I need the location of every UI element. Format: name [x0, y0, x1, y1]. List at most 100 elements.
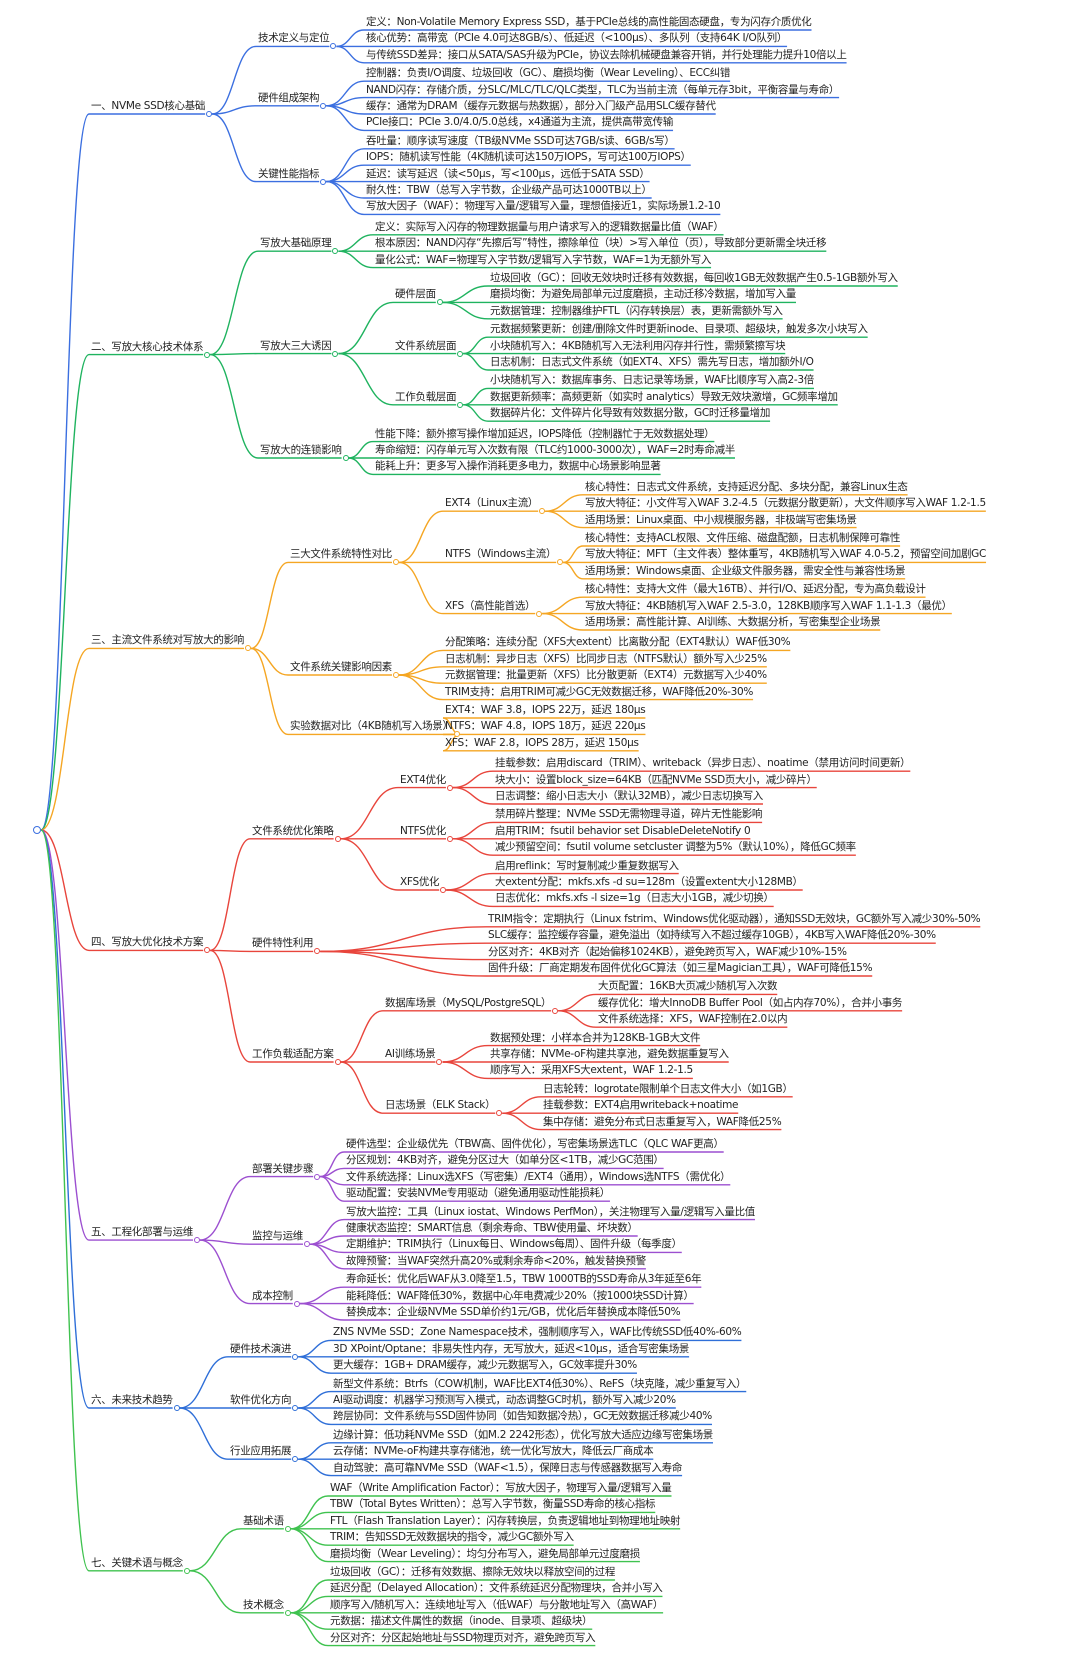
- leaf-node[interactable]: SLC缓存：监控缓存容量，避免溢出（如持续写入不超过缓存10GB），4KB写入W…: [488, 929, 936, 942]
- leaf-node[interactable]: 核心特性：支持大文件（最大16TB）、并行I/O、延迟分配，专为高负载设计: [585, 583, 926, 596]
- leaf-node[interactable]: 文件系统选择：XFS，WAF控制在2.0以内: [598, 1013, 788, 1026]
- node-toggle-dot[interactable]: [332, 248, 339, 255]
- node-toggle-dot[interactable]: [453, 731, 460, 738]
- leaf-node[interactable]: 缓存：通常为DRAM（缓存元数据与热数据），部分入门级产品用SLC缓存替代: [366, 100, 716, 112]
- leaf-node[interactable]: 启用TRIM：fsutil behavior set DisableDelete…: [495, 824, 751, 837]
- node-toggle-dot[interactable]: [206, 111, 213, 117]
- leaf-node[interactable]: 元数据：描述文件属性的数据（inode、目录项、超级块）: [330, 1615, 593, 1628]
- leaf-node[interactable]: 元数据管理：控制器维护FTL（闪存转换层）表，更新需额外写入: [490, 304, 783, 317]
- branch-node[interactable]: 写放大的连锁影响: [260, 444, 342, 456]
- section-node[interactable]: 五、工程化部署与运维: [91, 1226, 193, 1239]
- leaf-node[interactable]: 分区对齐：4KB对齐（起始偏移1024KB），避免跨页写入，WAF减少10%-1…: [488, 945, 847, 958]
- node-toggle-dot[interactable]: [342, 455, 349, 461]
- node-toggle-dot[interactable]: [536, 610, 543, 617]
- leaf-node[interactable]: 禁用碎片整理：NVMe SSD无需物理寻道，碎片无性能影响: [495, 808, 763, 821]
- leaf-node[interactable]: TBW（Total Bytes Written）：总写入字节数，衡量SSD寿命的…: [330, 1498, 656, 1511]
- node-toggle-dot[interactable]: [539, 508, 546, 515]
- branch-node[interactable]: 实验数据对比（4KB随机写入场景）: [290, 720, 453, 733]
- branch-node[interactable]: 硬件特性利用: [252, 937, 314, 950]
- leaf-node[interactable]: 3D XPoint/Optane：非易失性内存，无写放大，延迟<10μs，适合写…: [333, 1342, 690, 1355]
- section-node[interactable]: 三、主流文件系统对写放大的影响: [91, 634, 244, 647]
- leaf-node[interactable]: 硬件选型：企业级优先（TBW高、固件优化），写密集场景选TLC（QLC WAF更…: [346, 1138, 724, 1150]
- branch-node[interactable]: 部署关键步骤: [252, 1162, 314, 1175]
- branch-node[interactable]: 文件系统关键影响因素: [290, 661, 392, 673]
- leaf-node[interactable]: 延迟：读写延迟（读<50μs，写<100μs，远低于SATA SSD）: [366, 167, 650, 180]
- node-toggle-dot[interactable]: [204, 947, 211, 954]
- leaf-node[interactable]: 替换成本：企业级NVMe SSD单价约1元/GB，优化后年替换成本降低50%: [346, 1306, 681, 1318]
- branch-node[interactable]: 文件系统层面: [395, 339, 457, 352]
- branch-node[interactable]: 行业应用拓展: [230, 1445, 292, 1458]
- branch-node[interactable]: 工作负载适配方案: [252, 1048, 334, 1060]
- leaf-node[interactable]: 分配策略：连续分配（XFS大extent）比离散分配（EXT4默认）WAF低30…: [445, 636, 791, 649]
- branch-node[interactable]: NTFS（Windows主流）: [445, 548, 557, 561]
- node-toggle-dot[interactable]: [284, 1525, 291, 1532]
- leaf-node[interactable]: 大页配置：16KB大页减少随机写入次数: [598, 980, 778, 993]
- leaf-node[interactable]: TRIM：告知SSD无效数据块的指令，减少GC额外写入: [330, 1531, 574, 1544]
- leaf-node[interactable]: 垃圾回收（GC）：迁移有效数据、擦除无效块以释放空间的过程: [330, 1566, 616, 1578]
- node-toggle-dot[interactable]: [446, 784, 453, 791]
- leaf-node[interactable]: 核心特性：日志式文件系统，支持延迟分配、多块分配，兼容Linux生态: [585, 480, 908, 493]
- leaf-node[interactable]: 能耗降低：WAF降低30%，数据中心年电费减少20%（按1000块SSD计算）: [346, 1289, 694, 1302]
- leaf-node[interactable]: 顺序写入/随机写入：连续地址写入（低WAF）与分散地址写入（高WAF）: [330, 1598, 664, 1611]
- leaf-node[interactable]: 日志机制：日志式文件系统（如EXT4、XFS）需先写日志，增加额外I/O: [490, 356, 814, 368]
- node-toggle-dot[interactable]: [436, 1059, 443, 1065]
- branch-node[interactable]: 硬件技术演进: [230, 1342, 292, 1355]
- leaf-node[interactable]: 写放大监控：工具（Linux iostat、Windows PerfMon），关…: [346, 1205, 755, 1218]
- node-toggle-dot[interactable]: [314, 948, 321, 955]
- leaf-node[interactable]: 挂载参数：EXT4启用writeback+noatime: [543, 1099, 739, 1112]
- node-toggle-dot[interactable]: [204, 351, 211, 358]
- node-toggle-dot[interactable]: [447, 835, 453, 842]
- section-node[interactable]: 二、写放大核心技术体系: [91, 340, 204, 353]
- leaf-node[interactable]: 适用场景：Windows桌面、企业级文件服务器，需安全性与兼容性场景: [585, 564, 906, 577]
- section-node[interactable]: 七、关键术语与概念: [91, 1556, 183, 1569]
- leaf-node[interactable]: 写放大特征：小文件写入WAF 3.2-4.5（元数据分散更新），大文件顺序写入W…: [585, 497, 986, 510]
- node-toggle-dot[interactable]: [314, 1173, 321, 1180]
- leaf-node[interactable]: IOPS：随机读写性能（4K随机读可达150万IOPS，写可达100万IOPS）: [366, 151, 691, 164]
- node-toggle-dot[interactable]: [332, 350, 339, 357]
- branch-node[interactable]: 工作负载层面: [395, 390, 457, 403]
- branch-node[interactable]: 日志场景（ELK Stack）: [385, 1099, 496, 1112]
- leaf-node[interactable]: 日志调整：缩小日志大小（默认32MB），减少日志切换写入: [495, 790, 763, 802]
- leaf-node[interactable]: 日志轮转：logrotate限制单个日志文件大小（如1GB）: [543, 1082, 793, 1095]
- branch-node[interactable]: 写放大基础原理: [260, 237, 332, 250]
- node-toggle-dot[interactable]: [292, 1405, 299, 1411]
- leaf-node[interactable]: 健康状态监控：SMART信息（剩余寿命、TBW使用量、坏块数）: [346, 1222, 638, 1234]
- branch-node[interactable]: 写放大三大诱因: [260, 339, 332, 352]
- leaf-node[interactable]: 与传统SSD差异：接口从SATA/SAS升级为PCIe，协议去除机械硬盘兼容开销…: [366, 48, 847, 61]
- node-toggle-dot[interactable]: [183, 1567, 190, 1574]
- leaf-node[interactable]: AI驱动调度：机器学习预测写入模式，动态调整GC时机，额外写入减少20%: [333, 1394, 676, 1406]
- leaf-node[interactable]: 云存储：NVMe-oF构建共享存储池，统一优化写放大，降低云厂商成本: [333, 1445, 654, 1458]
- leaf-node[interactable]: 耐久性：TBW（总写入字节数，企业级产品可达1000TB以上）: [366, 184, 652, 196]
- branch-node[interactable]: NTFS优化: [400, 824, 446, 837]
- node-toggle-dot[interactable]: [245, 645, 251, 652]
- leaf-node[interactable]: TRIM支持：启用TRIM可减少GC无效数据迁移，WAF降低20%-30%: [445, 685, 754, 698]
- leaf-node[interactable]: 缓存优化：增大InnoDB Buffer Pool（如占内存70%），合并小事务: [598, 996, 903, 1009]
- leaf-node[interactable]: 写放大因子（WAF）：物理写入量/逻辑写入量，理想值接近1，实际场景1.2-10: [366, 200, 721, 213]
- leaf-node[interactable]: PCIe接口：PCIe 3.0/4.0/5.0总线，x4通道为主流，提供高带宽传…: [366, 116, 674, 129]
- leaf-node[interactable]: 驱动配置：安装NVMe专用驱动（避免通用驱动性能损耗）: [346, 1187, 610, 1200]
- node-toggle-dot[interactable]: [557, 559, 564, 566]
- node-toggle-dot[interactable]: [292, 1353, 299, 1360]
- leaf-node[interactable]: 大extent分配：mkfs.xfs -d su=128m（设置extent大小…: [495, 876, 803, 888]
- node-toggle-dot[interactable]: [334, 835, 341, 842]
- leaf-node[interactable]: EXT4：WAF 3.8，IOPS 22万，延迟 180μs: [445, 704, 646, 716]
- leaf-node[interactable]: 数据更新频率：高频更新（如实时 analytics）导致无效块激增，GC频率增加: [490, 390, 838, 403]
- leaf-node[interactable]: 新型文件系统：Btrfs（COW机制，WAF比EXT4低30%）、ReFS（块克…: [333, 1377, 747, 1390]
- node-toggle-dot[interactable]: [457, 350, 464, 357]
- leaf-node[interactable]: FTL（Flash Translation Layer）：闪存转换层，负责逻辑地…: [330, 1514, 681, 1527]
- leaf-node[interactable]: 日志机制：异步日志（XFS）比同步日志（NTFS默认）额外写入少25%: [445, 652, 767, 665]
- branch-node[interactable]: 监控与运维: [252, 1230, 303, 1243]
- branch-node[interactable]: 技术定义与定位: [258, 32, 330, 45]
- section-node[interactable]: 六、未来技术趋势: [91, 1394, 173, 1406]
- leaf-node[interactable]: 寿命延长：优化后WAF从3.0降至1.5，TBW 1000TB的SSD寿命从3年…: [346, 1273, 702, 1286]
- leaf-node[interactable]: 集中存储：避免分布式日志重复写入，WAF降低25%: [543, 1115, 782, 1128]
- leaf-node[interactable]: ZNS NVMe SSD：Zone Namespace技术，强制顺序写入，WAF…: [333, 1326, 742, 1339]
- leaf-node[interactable]: 块大小：设置block_size=64KB（匹配NVMe SSD页大小，减少碎片…: [495, 773, 817, 786]
- root-node[interactable]: [33, 826, 41, 834]
- leaf-node[interactable]: 小块随机写入：数据库事务、日志记录等场景，WAF比顺序写入高2-3倍: [490, 374, 814, 387]
- node-toggle-dot[interactable]: [320, 178, 327, 185]
- branch-node[interactable]: 文件系统优化策略: [252, 824, 334, 837]
- leaf-node[interactable]: 磨损均衡（Wear Leveling）：均匀分布写入，避免局部单元过度磨损: [330, 1547, 640, 1560]
- leaf-node[interactable]: 定期维护：TRIM执行（Linux每日、Windows每周）、固件升级（每季度）: [346, 1238, 682, 1251]
- leaf-node[interactable]: 故障预警：当WAF突然升高20%或剩余寿命<20%，触发替换预警: [346, 1254, 646, 1267]
